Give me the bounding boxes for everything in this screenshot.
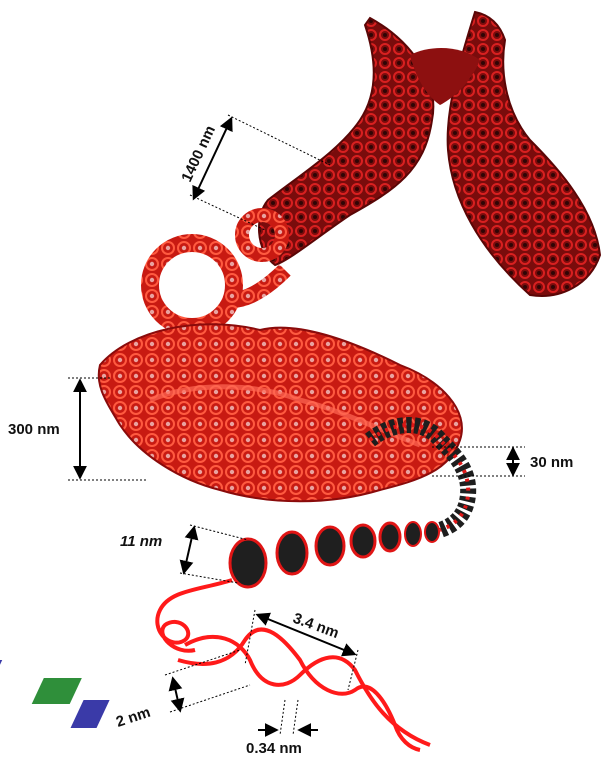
nucleosome [425,522,439,542]
label-0.34nm: 0.34 nm [246,740,302,757]
label-3.4nm: 3.4 nm [291,610,341,642]
nucleosome [351,525,375,557]
dna-backbone-2 [178,630,420,750]
chromosome [259,12,600,296]
dim-arrow [173,679,180,710]
dim-0.34nm: 0.34 nm [246,700,318,757]
dna [0,580,430,750]
dim-11nm: 11 nm [120,525,248,583]
label-11nm: 11 nm [120,533,162,550]
nucleosome [380,523,400,551]
label-30nm: 30 nm [530,454,573,471]
fiber-11nm [230,522,439,587]
label-300nm: 300 nm [8,421,60,438]
loop-ring [150,243,234,327]
label-2nm: 2 nm [114,704,153,731]
dna-backbone-1 [185,637,430,745]
nucleosome [277,532,307,574]
nucleosome [316,527,344,565]
nucleosome [230,539,266,587]
label-1400nm: 1400 nm [178,123,219,185]
base-pairs [0,640,110,728]
dim-arrow [184,528,194,572]
nucleosome [405,522,421,546]
fiber-300nm [99,324,462,501]
